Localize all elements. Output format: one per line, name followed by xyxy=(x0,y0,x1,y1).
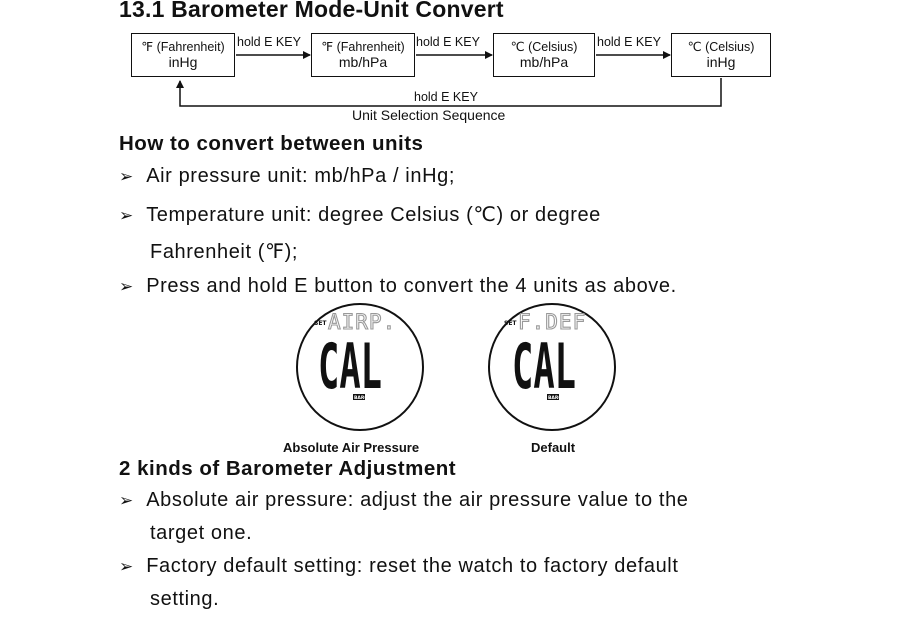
key-label-2: hold E KEY xyxy=(416,35,480,49)
watch-caption-absolute: Absolute Air Pressure xyxy=(283,440,420,455)
list-item: ➢ Air pressure unit: mb/hPa / inHg; xyxy=(119,165,456,187)
section-heading-convert: How to convert between units xyxy=(119,132,424,155)
return-arrow xyxy=(176,78,722,107)
list-item: ➢ Absolute air pressure: adjust the air … xyxy=(119,489,689,511)
watch-top-text: F.DEF xyxy=(518,310,586,334)
key-label-1: hold E KEY xyxy=(237,35,301,49)
watch-main-text: CAL xyxy=(318,330,382,403)
list-item-continuation: Fahrenheit (℉); xyxy=(150,241,299,263)
flow-box-celsius-inhg: ℃ (Celsius) inHg xyxy=(671,33,771,77)
set-label: SET xyxy=(504,320,517,327)
flow-box-fahrenheit-inhg: ℉ (Fahrenheit) inHg xyxy=(131,33,235,77)
section-heading-adjustment: 2 kinds of Barometer Adjustment xyxy=(119,457,457,480)
list-item: ➢ Press and hold E button to convert the… xyxy=(119,275,677,297)
list-item: ➢ Factory default setting: reset the wat… xyxy=(119,555,679,577)
watch-main-text: CAL xyxy=(512,330,576,403)
flow-box-fahrenheit-mbhpa: ℉ (Fahrenheit) mb/hPa xyxy=(311,33,415,77)
watch-caption-default: Default xyxy=(531,440,576,455)
watch-top-text: AIRP. xyxy=(328,310,396,334)
flow-box-celsius-mbhpa: ℃ (Celsius) mb/hPa xyxy=(493,33,595,77)
bullet-arrow-icon: ➢ xyxy=(119,167,134,186)
baro-label: BARO xyxy=(548,395,562,401)
set-label: SET xyxy=(314,320,327,327)
bullet-arrow-icon: ➢ xyxy=(119,491,134,510)
bullet-arrow-icon: ➢ xyxy=(119,206,134,225)
list-item-continuation: setting. xyxy=(150,588,220,610)
watch-face-default: SET F.DEF CAL BARO xyxy=(488,303,616,431)
baro-label: BARO xyxy=(354,395,368,401)
flow-arrows xyxy=(176,51,722,107)
list-item-continuation: target one. xyxy=(150,522,253,544)
list-item: ➢ Temperature unit: degree Celsius (℃) o… xyxy=(119,204,601,226)
key-label-3: hold E KEY xyxy=(597,35,661,49)
bullet-arrow-icon: ➢ xyxy=(119,277,134,296)
section-title: 13.1 Barometer Mode-Unit Convert xyxy=(119,0,504,22)
return-key-label: hold E KEY xyxy=(414,90,478,104)
bullet-arrow-icon: ➢ xyxy=(119,557,134,576)
flow-caption: Unit Selection Sequence xyxy=(352,107,506,123)
watch-face-absolute-air-pressure: SET AIRP. CAL BARO xyxy=(296,303,424,431)
